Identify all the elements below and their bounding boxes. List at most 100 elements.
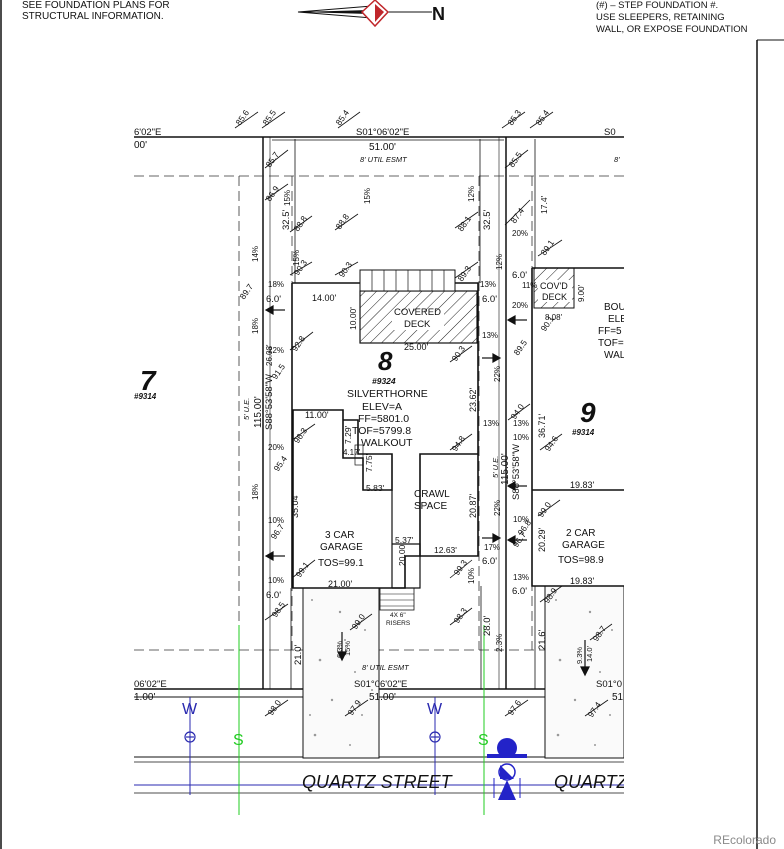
dim-label: 6.0' [266,590,281,601]
note-line: STRUCTURAL INFORMATION. [22,11,164,22]
lot8-risers-label: RISERS [386,620,411,627]
dim-label: 5.83' [366,483,385,493]
dim-label: 23.62' [468,387,478,412]
drainage-arrows [264,304,590,677]
slope-label: 18% [268,280,284,289]
lot8-risers-label: 4X 6" [390,612,406,619]
dim-label: 7.75' [364,453,374,472]
sewer-label: S [478,732,489,749]
slope-label: 13% [482,331,498,340]
fire-hydrant-icon [487,738,527,800]
spot-elevation: 98.0 [265,698,283,718]
spot-elevation: 90.3 [449,344,467,364]
dim-label: 21.0' [293,645,304,665]
spot-elevation: 89.5 [511,338,529,358]
dim-label: 21.6' [537,630,548,650]
spot-elevation: 98.5 [269,600,287,620]
lot8-address: #9324 [372,376,396,386]
distance-bottom-left: 1.00' [134,692,155,703]
lot8-tos: TOS=99.1 [318,558,364,569]
lot9-tos: TOS=98.9 [558,555,604,566]
bearing-right-side: S88°53'58"W [511,444,522,500]
slope-label: 15% [343,641,352,656]
bearing-bottom-right: S01°0 [596,679,622,690]
dim-label: 26.08' [265,344,274,366]
lot9-partial-text: TOF= [598,338,624,349]
lot8-deck-label: COVERED [394,307,441,318]
slope-label: 10% [513,515,529,524]
slope-label: 15% [363,188,372,204]
lot8-number: 8 [378,346,393,376]
spot-elevation: 99.0 [535,500,553,520]
lot8-crawl-label: SPACE [414,501,447,512]
dim-label: 32.5' [482,210,493,230]
dim-label: 11.00' [305,410,329,420]
water-label: W [427,701,443,718]
lot9-partial-text: ELE [608,314,627,325]
bearing-left-side: S88°53'58"W [264,374,275,430]
dim-label: 20.00' [397,543,407,566]
lot9-garage-label: 2 CAR [566,528,595,539]
lot7-address: #9314 [134,392,157,401]
dim-label: 20.29' [537,527,547,552]
slope-label: 10% [513,433,529,442]
easement-top-label: 8' UTIL ESMT [360,155,408,164]
note-line: USE SLEEPERS, RETAINING [596,12,725,23]
spot-elevation: 96.3 [291,426,309,446]
water-label: W [182,701,198,718]
slope-label: 13% [513,419,529,428]
slope-label: 22% [268,346,284,355]
lot9-address: #9314 [572,428,595,437]
lot9-partial-text: FF=5 [598,326,622,337]
spot-elevation: 86.9 [263,184,281,204]
spot-elevation: 87.4 [508,206,526,226]
dim-label: 6.0' [266,294,281,305]
dim-label: 7.29' [343,425,353,444]
spot-elevation: 94.8 [449,434,467,454]
lot9-number: 9 [580,397,596,428]
lot8-house-outline [292,282,479,589]
distance-top: 51.00' [369,142,396,153]
bearing-top-right: S0 [604,127,616,138]
bearing-top: S01°06'02"E [356,127,409,138]
street-name-partial: QUARTZ [554,772,629,792]
dim-label: 21.00' [328,579,353,589]
distance-bottom: 51.00' [369,692,396,703]
spot-elevation: 88.1 [455,214,473,234]
dim-label: 5.37' [395,535,414,545]
dim-label: 6.0' [512,270,527,281]
spot-elevation: 97.6 [505,698,523,718]
lot8-deck-label: DECK [404,319,431,330]
dim-label: 12.63' [434,545,457,555]
spot-elevation: 85.6 [233,108,251,128]
spot-elevation: 85.5 [506,150,524,170]
lot8-elevation: ELEV=A [362,401,402,413]
north-arrow-icon: N [297,0,445,28]
north-label: N [432,4,445,24]
sewer-label: S [233,732,244,749]
spot-elevation: 98.3 [451,606,469,626]
lot9-deck-label: COV'D [540,281,568,291]
distance-right-side: 115.00' [500,453,511,485]
dim-label: 6.0' [482,294,497,305]
driveway-lot8 [302,587,380,759]
spot-elevation: 89.3 [455,264,473,284]
distance-top-left: 00' [134,140,147,151]
bearing-bottom: S01°06'02"E [354,679,407,690]
easement-side-left-label: 5' U.E. [242,398,251,420]
slope-label: 22% [493,366,502,382]
slope-label: 17% [484,543,500,552]
slope-label: 13% [480,280,496,289]
watermark-logo: REcolorado [713,833,776,847]
lot8-deck-stairs [359,269,456,292]
lot8-finished-floor: FF=5801.0 [358,413,409,425]
dim-label: 25.00' [404,342,429,352]
lot8-foundation-type: WALKOUT [361,437,413,449]
distance-bottom-right: 51 [612,692,624,703]
slope-label: 20% [512,229,528,238]
slope-label: 9.3% [575,647,584,664]
spot-elevation: 88.8 [291,214,309,234]
dim-label: 9.00' [577,284,586,302]
dim-label: 19.83' [570,576,595,586]
